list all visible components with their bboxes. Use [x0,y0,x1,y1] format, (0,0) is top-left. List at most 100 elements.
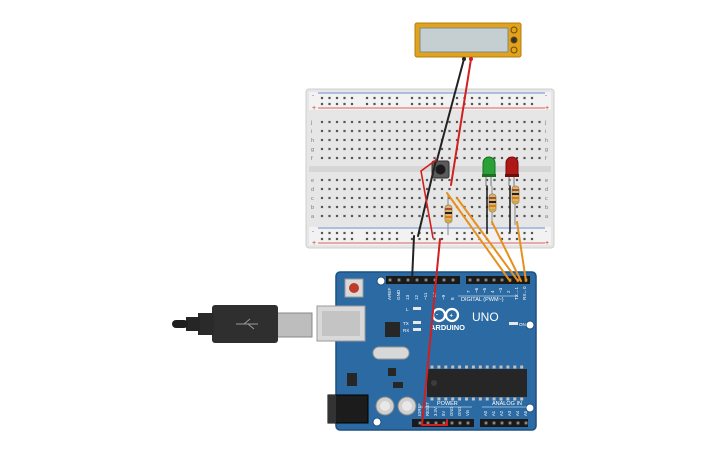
chip-leg [444,365,448,369]
wire-gnd-rail [411,235,415,282]
pin-label: A3 [507,410,512,416]
breadboard-hole [500,129,504,133]
breadboard-hole [395,129,399,133]
breadboard-hole [328,147,331,151]
pushbutton[interactable] [431,160,450,179]
row-letter: b [545,205,548,211]
breadboard-hole [433,120,436,124]
chip-leg [458,397,462,401]
breadboard-hole [508,138,511,142]
breadboard-hole [320,129,324,133]
wire-gnd-button [417,159,437,237]
breadboard-hole [493,214,496,218]
resistor-1[interactable] [444,195,453,235]
led-on-label: ON [519,322,526,327]
rail-hole [395,237,399,241]
row-letter: j [310,120,312,126]
breadboard-hole [403,120,406,124]
pin-label: 13 [405,294,410,300]
led-tx-label: TX [403,321,409,326]
pin-label: 3.3V [433,407,438,416]
breadboard-hole [485,129,489,133]
led-rx-label: RX [403,328,409,333]
led-red[interactable] [505,156,519,186]
lcd-display-module[interactable] [414,22,522,61]
breadboard-hole [508,129,511,133]
reset-button[interactable] [344,278,364,298]
breadboard-hole [380,178,384,182]
rail-hole [320,102,324,106]
breadboard-hole [373,187,376,191]
rail-minus-label-top: - [312,93,314,99]
breadboard-hole [380,147,384,151]
led-on [509,322,518,325]
rail-hole [530,231,534,235]
led-green[interactable] [482,156,496,186]
breadboard-hole [365,129,369,133]
chip-leg [465,397,468,401]
breadboard-hole [455,214,459,218]
lcd-pin-1 [510,26,518,34]
pin-label: GND [449,407,454,416]
breadboard-hole [448,187,451,191]
header-pin [451,278,455,282]
breadboard-hole [380,120,384,124]
breadboard-hole [343,156,346,160]
breadboard-hole [448,129,451,133]
breadboard-hole [493,156,496,160]
resistor-3[interactable] [511,185,520,225]
breadboard-hole [418,187,421,191]
resistor-2[interactable] [488,186,497,225]
breadboard-hole [538,138,541,142]
row-letter: h [545,138,548,144]
arduino-uno-board[interactable]: AREF GND 13 12 ~11 ~10 ~9 8 7 ~6 ~5 4 ~3… [316,271,537,431]
wires [411,58,527,426]
rail-plus-label-top-right: + [545,105,549,112]
header-pin [524,421,528,425]
breadboard-hole [395,120,399,124]
breadboard-hole [335,129,339,133]
rail-hole [470,102,474,106]
rail-hole [425,237,429,241]
usb-plug [275,312,313,338]
digital-header-label: DIGITAL (PWM~) [461,297,504,303]
atmega-microcontroller [427,369,527,397]
breadboard-hole [500,147,504,151]
rail-hole [380,96,384,100]
rail-plus-label-top: + [312,105,316,112]
breadboard-hole [373,205,376,209]
breadboard-hole [530,120,534,124]
breadboard-hole [425,156,429,160]
breadboard-hole [350,187,354,191]
breadboard-hole [440,205,444,209]
breadboard-hole [403,187,406,191]
breadboard-hole [343,129,346,133]
mount-hole [525,320,535,330]
breadboard-hole [463,156,466,160]
breadboard-hole [538,129,541,133]
logo-minus: - [436,313,438,319]
breadboard-hole [508,147,511,151]
pin-label: ~6 [474,287,479,293]
usb-cable[interactable] [172,305,313,343]
wire-button-red [420,159,437,239]
header-pin [508,421,512,425]
rail-hole [523,231,526,235]
rail-hole [515,237,519,241]
chip-leg [458,365,462,369]
rail-hole [350,102,354,106]
rail-hole [343,231,346,235]
breadboard-hole [358,120,361,124]
lcd-pin-3 [510,46,518,54]
chip-leg [492,397,496,401]
chip-leg [465,365,468,369]
wire-5v [421,238,448,426]
logo-plus: + [450,314,454,320]
crystal-oscillator [372,346,410,360]
breadboard-hole [523,205,526,209]
breadboard-hole [485,120,489,124]
breadboard-hole [418,214,421,218]
breadboard-hole [493,147,496,151]
led-rx [413,328,421,331]
rail-hole [463,237,466,241]
